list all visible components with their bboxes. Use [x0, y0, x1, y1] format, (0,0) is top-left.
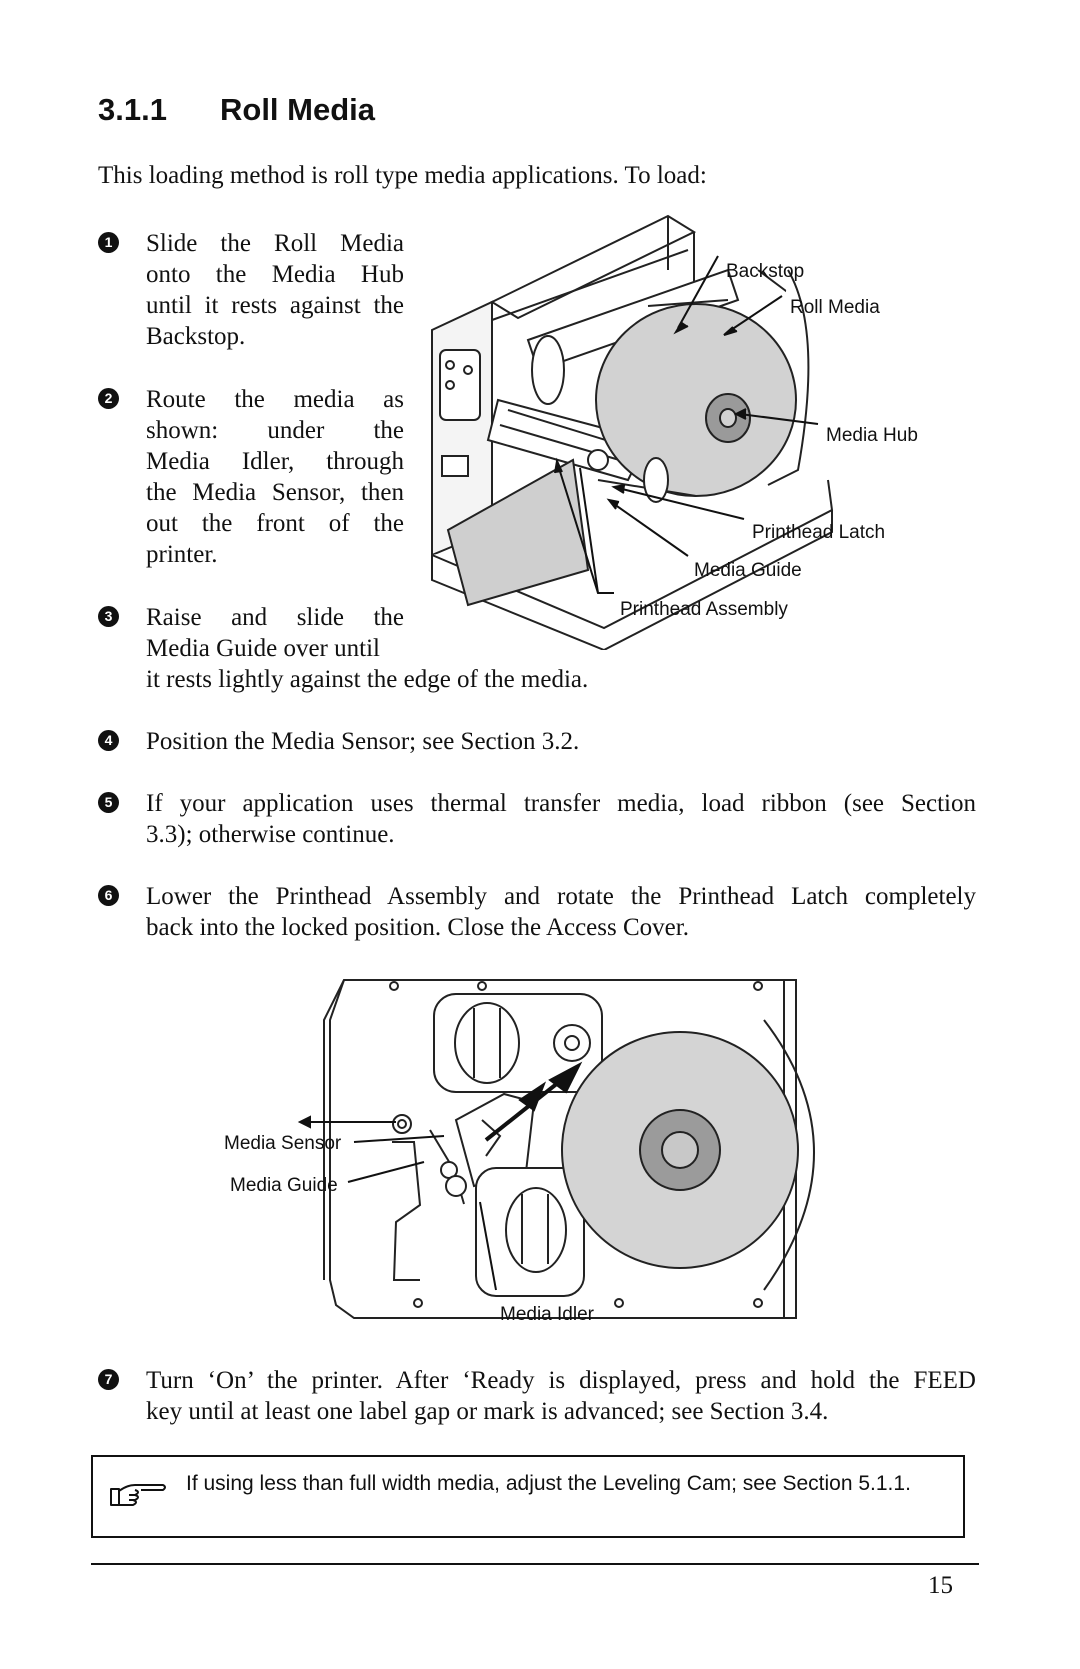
step-line: onto the Media Hub — [146, 261, 404, 288]
step-text: Position the Media Sensor; see Section 3… — [146, 728, 580, 755]
step-line: Turn ‘On’ the printer. After ‘Ready is d… — [146, 1367, 976, 1394]
step-line: back into the locked position. Close the… — [146, 914, 689, 941]
step-marker: 3 — [98, 606, 119, 627]
step-line: printer. — [146, 541, 218, 568]
callout-roll-media: Roll Media — [790, 297, 880, 318]
step-line: Media Idler, through — [146, 448, 404, 475]
step-marker: 7 — [98, 1369, 119, 1390]
pointing-hand-icon — [110, 1484, 166, 1506]
footer-rule — [91, 1563, 979, 1565]
note-box: If using less than full width media, adj… — [91, 1455, 965, 1538]
step-line: Media Guide over until — [146, 635, 380, 662]
step-line: Route the media as — [146, 386, 404, 413]
step-marker: 5 — [98, 792, 119, 813]
callout-media-guide: Media Guide — [230, 1175, 338, 1196]
callout-media-idler: Media Idler — [500, 1304, 595, 1325]
step-line: 3.3); otherwise continue. — [146, 821, 395, 848]
callout-printhead-latch: Printhead Latch — [752, 522, 885, 543]
step-text: Lower the Printhead Assembly and rotate … — [146, 881, 976, 943]
callout-media-sensor: Media Sensor — [224, 1133, 342, 1154]
step-line: Lower the Printhead Assembly and rotate … — [146, 883, 976, 910]
step-text: If your application uses thermal transfe… — [146, 788, 976, 850]
step-text: Slide the Roll Media onto the Media Hub … — [146, 228, 404, 352]
callout-media-hub: Media Hub — [826, 425, 918, 446]
step-marker: 1 — [98, 232, 119, 253]
callout-backstop: Backstop — [726, 261, 804, 282]
step-line: shown: under the — [146, 417, 404, 444]
note-text: If using less than full width media, adj… — [186, 1472, 911, 1495]
step-line: Raise and slide the — [146, 604, 404, 631]
step-line: until it rests against the — [146, 292, 404, 319]
step-line: Slide the Roll Media — [146, 230, 404, 257]
step-marker: 4 — [98, 730, 119, 751]
step-text: Route the media as shown: under the Medi… — [146, 384, 404, 570]
step-marker: 2 — [98, 388, 119, 409]
printer-isometric-figure: Backstop Roll Media Media Hub Printhead … — [431, 214, 918, 650]
step-line: out the front of the — [146, 510, 404, 537]
step-line: If your application uses thermal transfe… — [146, 790, 976, 817]
step-marker: 6 — [98, 885, 119, 906]
step-text: Turn ‘On’ the printer. After ‘Ready is d… — [146, 1365, 976, 1427]
step-line: Backstop. — [146, 323, 246, 350]
callout-media-guide: Media Guide — [694, 560, 802, 581]
section-title: Roll Media — [220, 92, 376, 127]
page-number: 15 — [928, 1572, 953, 1599]
intro-paragraph: This loading method is roll type media a… — [98, 162, 707, 189]
step-line: key until at least one label gap or mark… — [146, 1398, 829, 1425]
step-text: Raise and slide the Media Guide over unt… — [146, 602, 706, 695]
step-line: the Media Sensor, then — [146, 479, 404, 506]
step-line: it rests lightly against the edge of the… — [146, 666, 589, 693]
printer-side-view-figure: Media Sensor Media Guide Media Idler — [224, 979, 815, 1325]
section-heading: 3.1.1 Roll Media — [98, 92, 375, 128]
section-number: 3.1.1 — [98, 92, 167, 127]
callout-printhead-assembly: Printhead Assembly — [620, 599, 788, 620]
